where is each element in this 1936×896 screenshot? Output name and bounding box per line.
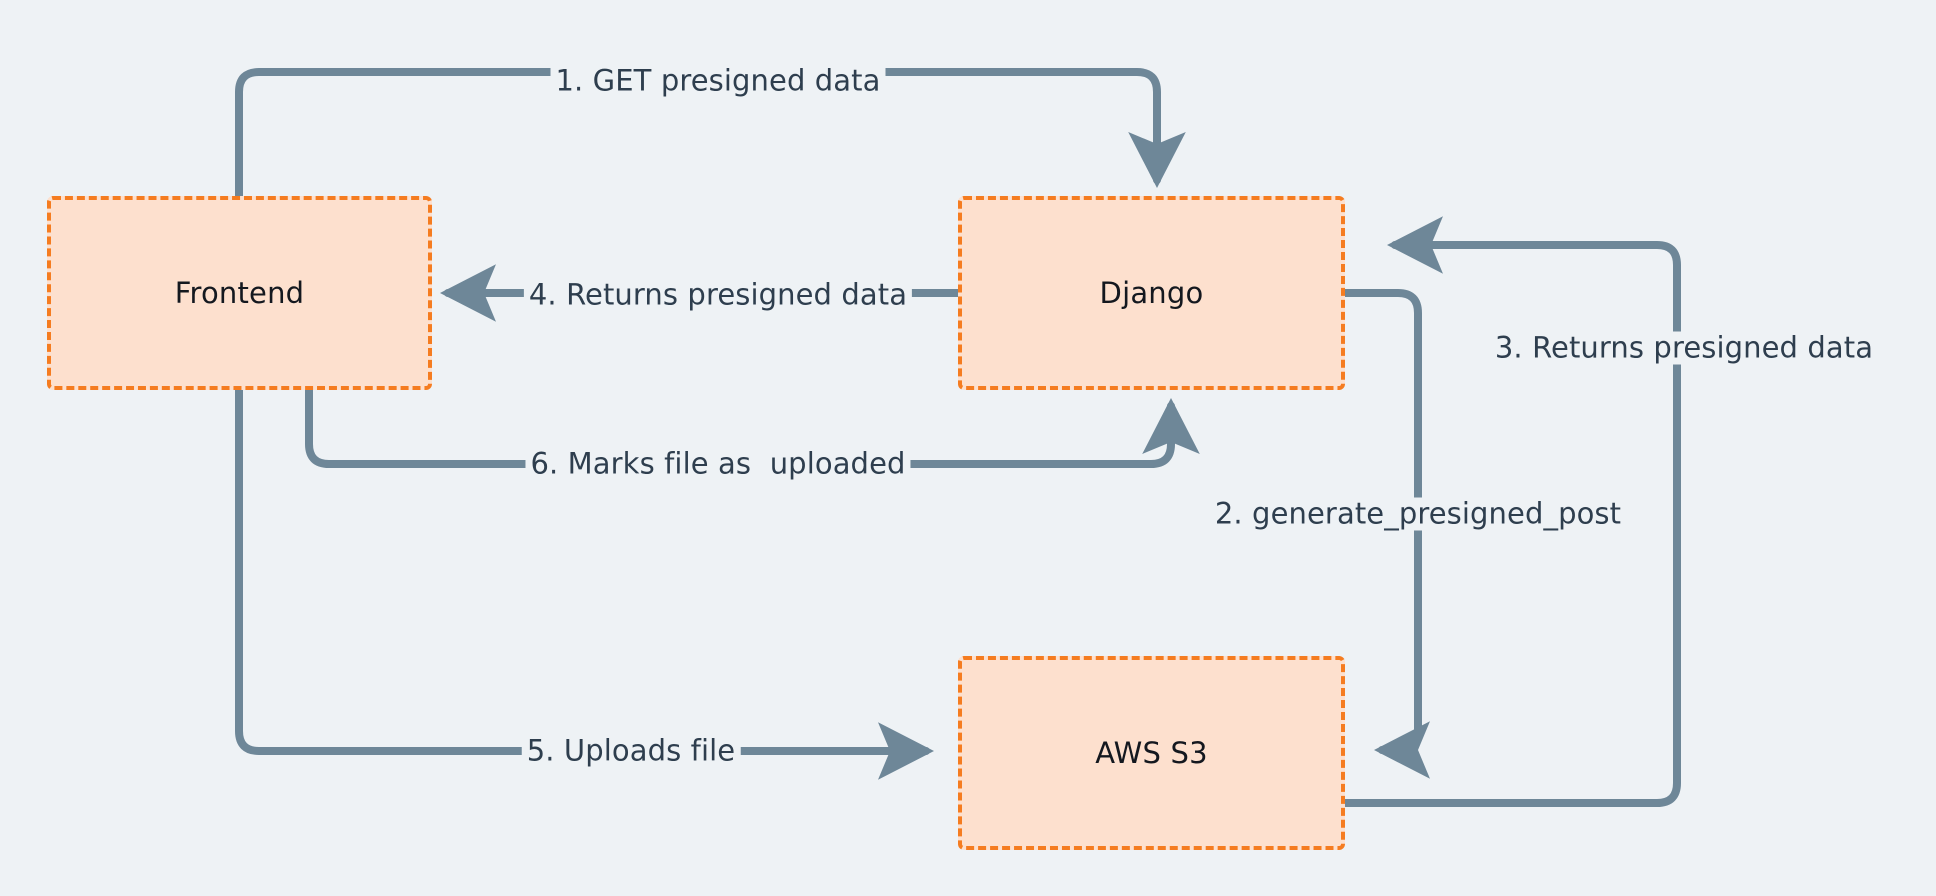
edge-label-2: 2. generate_presigned_post xyxy=(1209,497,1627,531)
edge-5-path xyxy=(235,386,935,780)
edge-label-6: 6. Marks file as uploaded xyxy=(525,447,911,481)
node-django-label: Django xyxy=(1099,276,1204,310)
node-aws-s3-label: AWS S3 xyxy=(1095,736,1208,770)
edge-3-path xyxy=(1341,216,1681,807)
edge-label-4: 4. Returns presigned data xyxy=(523,278,913,312)
node-aws-s3[interactable]: AWS S3 xyxy=(958,656,1345,850)
edge-label-1: 1. GET presigned data xyxy=(550,64,886,98)
edge-label-5: 5. Uploads file xyxy=(521,734,741,768)
node-frontend[interactable]: Frontend xyxy=(47,196,432,390)
node-django[interactable]: Django xyxy=(958,196,1345,390)
node-frontend-label: Frontend xyxy=(174,276,305,310)
edge-label-3: 3. Returns presigned data xyxy=(1489,331,1879,365)
